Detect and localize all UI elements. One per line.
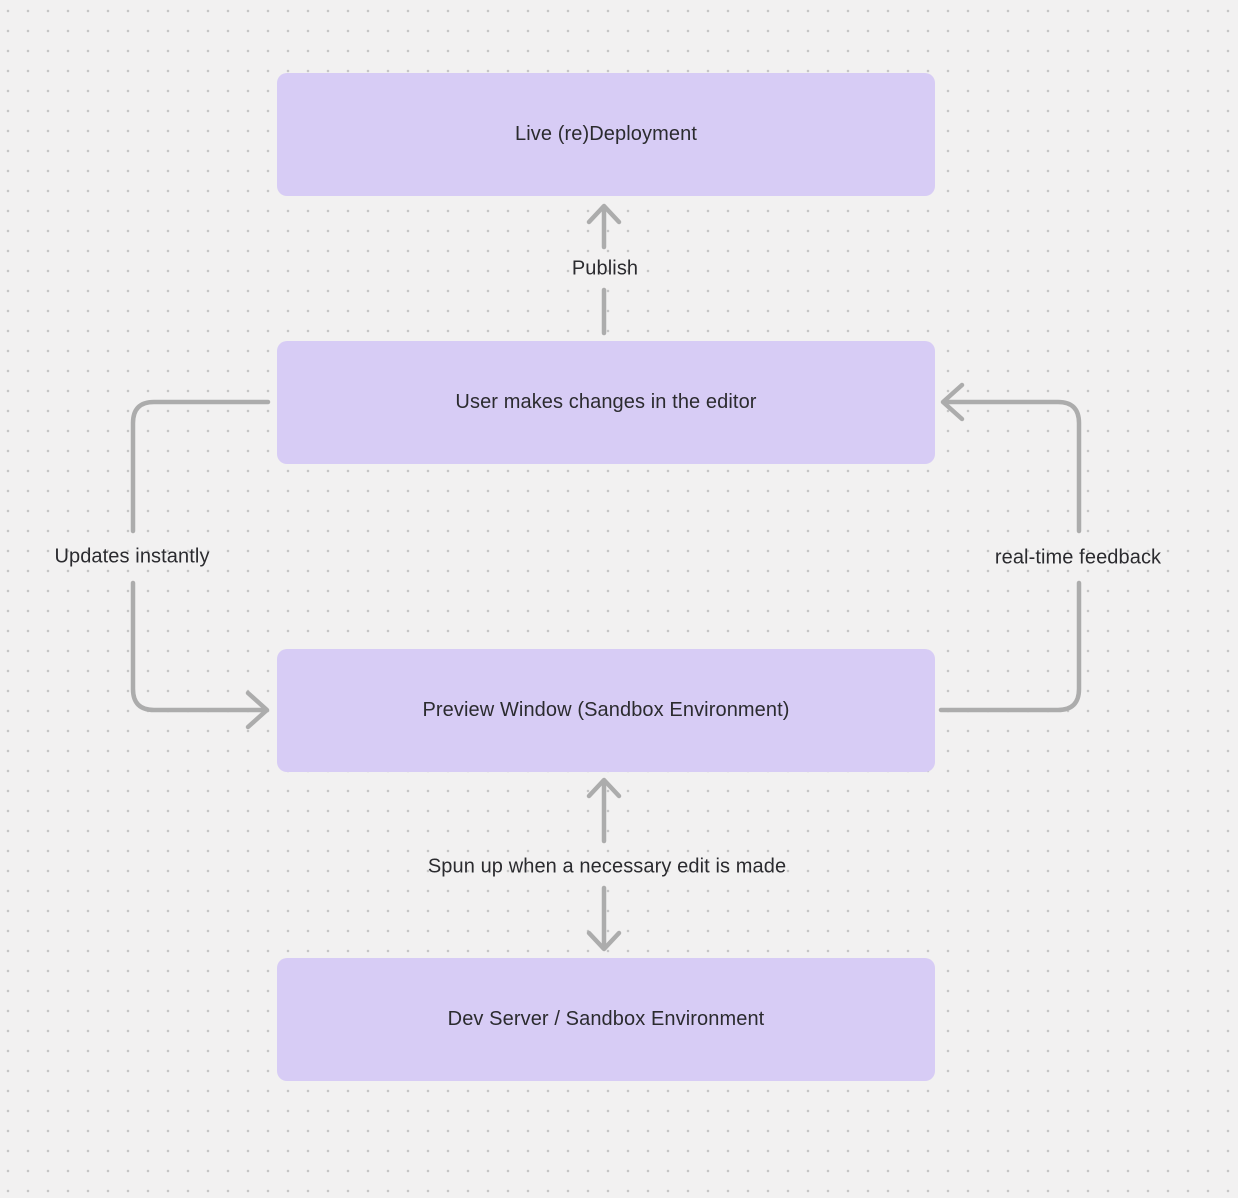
updates-connector-bottom	[130, 580, 268, 713]
node-preview-window[interactable]: Preview Window (Sandbox Environment)	[277, 649, 935, 772]
updates-connector-top	[130, 399, 271, 534]
feedback-connector-top	[943, 399, 1082, 534]
node-live-redeployment-label: Live (re)Deployment	[515, 123, 697, 145]
edge-label-spun-up: Spun up when a necessary edit is made	[427, 855, 787, 878]
node-live-redeployment[interactable]: Live (re)Deployment	[277, 73, 935, 196]
node-user-makes-changes-label: User makes changes in the editor	[455, 391, 757, 413]
node-dev-server-label: Dev Server / Sandbox Environment	[447, 1008, 765, 1030]
feedback-arrow-head-icon	[940, 382, 965, 422]
updates-arrow-head-icon	[245, 690, 270, 730]
spunup-up-arrow-head-icon	[586, 777, 622, 799]
node-dev-server[interactable]: Dev Server / Sandbox Environment	[277, 958, 935, 1081]
edge-label-publish: Publish	[571, 257, 639, 280]
edge-label-real-time-feedback: real-time feedback	[994, 546, 1162, 569]
node-user-makes-changes[interactable]: User makes changes in the editor	[277, 341, 935, 464]
publish-arrow-head-icon	[586, 203, 622, 225]
spunup-down-arrow-head-icon	[586, 930, 622, 952]
edge-label-updates-instantly: Updates instantly	[54, 545, 210, 568]
node-preview-window-label: Preview Window (Sandbox Environment)	[422, 699, 790, 721]
feedback-connector-bottom	[938, 580, 1082, 713]
